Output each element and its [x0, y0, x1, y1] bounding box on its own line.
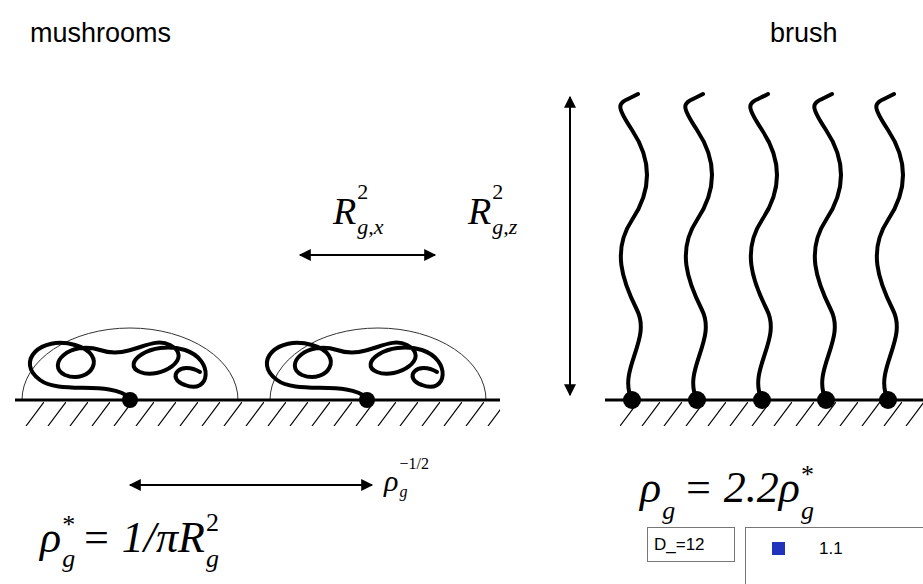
legend-entry: 1.1 — [772, 537, 923, 559]
math-subscript: g — [801, 498, 814, 524]
math-subscript: g — [206, 546, 219, 572]
surface-hatching — [620, 402, 923, 426]
anchor-dot — [122, 392, 138, 408]
polymer-chain — [814, 94, 841, 400]
math-superscript: * — [801, 462, 814, 488]
legend-box: 1.1 — [745, 527, 923, 584]
dimension-arrow — [300, 254, 435, 256]
legend-swatch — [772, 542, 785, 555]
formula-text: = 1/πR — [81, 516, 205, 560]
polymer-chain — [876, 94, 903, 400]
math-subscript: g — [662, 498, 675, 524]
math-subscript: g,x — [357, 216, 383, 238]
anchor-dot — [753, 391, 771, 409]
polymer-coil — [267, 343, 443, 398]
math-symbol: R — [468, 192, 491, 230]
math-superscript: 2 — [206, 510, 219, 536]
box-text: D_=12 — [654, 536, 728, 553]
math-superscript: 2 — [357, 181, 368, 203]
math-subscript: g — [399, 484, 407, 500]
dimension-arrow — [130, 484, 372, 486]
anchor-dot — [359, 392, 375, 408]
polymer-coil — [30, 343, 206, 398]
mushroom-outline — [22, 328, 238, 400]
math-subscript: g,z — [492, 216, 517, 238]
panel-title: mushrooms — [30, 20, 171, 47]
math-symbol: ρ — [40, 516, 61, 560]
math-symbol: ρ — [640, 466, 661, 510]
grafting-surface — [15, 399, 500, 402]
legend-box: D_=12 — [647, 527, 735, 562]
math-symbol: ρ — [384, 466, 398, 496]
surface-hatching — [25, 402, 500, 426]
legend-label: 1.1 — [819, 540, 843, 557]
anchor-dot — [879, 391, 897, 409]
anchor-dot — [817, 391, 835, 409]
math-superscript: −1/2 — [399, 456, 428, 472]
math-superscript: 2 — [492, 181, 503, 203]
math-superscript: * — [62, 512, 75, 538]
mushroom-outline — [270, 328, 486, 400]
anchor-dot — [623, 391, 641, 409]
dimension-arrow — [569, 97, 571, 395]
panel-title: brush — [770, 20, 838, 47]
polymer-chain — [685, 94, 712, 400]
anchor-dot — [688, 391, 706, 409]
polymer-chain — [750, 94, 777, 400]
math-subscript: g — [62, 546, 75, 572]
math-symbol: R — [333, 192, 356, 230]
formula-text: = 2.2ρ — [683, 466, 800, 510]
polymer-chain — [620, 94, 647, 400]
